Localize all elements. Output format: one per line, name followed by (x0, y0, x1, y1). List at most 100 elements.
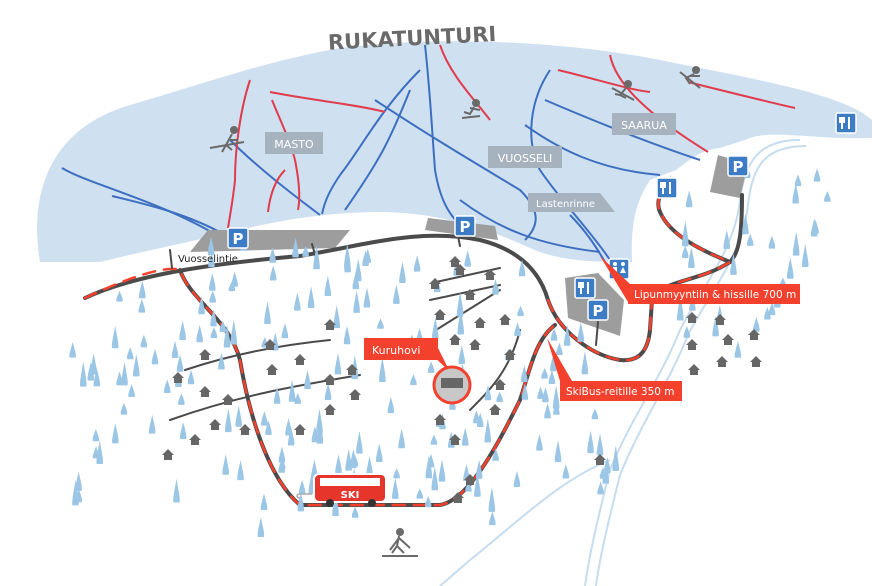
tree-icon (416, 488, 424, 499)
tree-icon (430, 434, 438, 445)
cross-country-skier-icon (382, 528, 418, 557)
tree-icon (683, 325, 691, 338)
tree-icon (207, 236, 215, 256)
tree-icon (163, 379, 171, 393)
tree-icon (514, 322, 521, 337)
bus-icon: SKI (296, 473, 387, 507)
tree-icon (484, 418, 492, 443)
tree-icon (477, 412, 484, 427)
road-label-vuosselintie: Vuosselintie (178, 254, 238, 265)
tree-icon (810, 218, 818, 237)
svg-text:P: P (460, 218, 471, 236)
tree-icon (334, 353, 342, 375)
house-icon (722, 334, 734, 345)
restaurant-icon (574, 277, 596, 299)
tree-icon (556, 342, 563, 355)
tree-icon (148, 414, 156, 434)
svg-text:P: P (233, 230, 244, 248)
house-icon (294, 354, 306, 365)
house-icon (199, 349, 211, 360)
tree-icon (223, 324, 231, 348)
tree-icon (496, 391, 503, 402)
tree-icon (492, 279, 499, 295)
tree-icon (230, 319, 238, 345)
tree-icon (179, 320, 186, 340)
tree-icon (427, 361, 435, 373)
hotel-callout-kuruhovi[interactable]: Kuruhovi (364, 338, 472, 405)
tree-icon (456, 291, 464, 317)
tree-icon (768, 235, 776, 249)
restaurant-icon (656, 177, 678, 199)
skier-icon (611, 80, 635, 101)
tree-icon (178, 393, 185, 405)
house-icon (504, 349, 516, 360)
svg-text:Kuruhovi: Kuruhovi (372, 344, 420, 357)
house-icon (454, 264, 466, 275)
snowboarder-icon (461, 99, 481, 119)
house-icon (434, 309, 446, 320)
house-icon (189, 434, 201, 445)
tree-icon (562, 464, 570, 479)
tree-icon (458, 345, 466, 365)
callout-skibus[interactable]: SkiBus-reitille 350 m (547, 338, 682, 401)
house-icon (222, 394, 234, 405)
tree-icon (285, 417, 292, 436)
tree-icon (432, 317, 439, 340)
house-icon (449, 256, 461, 267)
tree-icon (379, 356, 386, 383)
tree-icon (681, 245, 689, 258)
tree-icon (734, 340, 742, 358)
tree-icon (682, 220, 689, 247)
tree-icon (410, 374, 417, 386)
tree-icon (69, 341, 76, 358)
house-icon (688, 364, 700, 375)
tree-icon (813, 168, 821, 182)
tree-icon (187, 369, 195, 385)
tree-icon (563, 324, 571, 346)
tree-icon (484, 385, 492, 401)
house-icon (324, 374, 336, 385)
tree-icon (353, 290, 360, 313)
tree-icon (824, 190, 831, 202)
svg-text:SAARUA: SAARUA (621, 119, 667, 132)
tree-icon (210, 309, 217, 327)
tree-icon (237, 460, 244, 481)
svg-text:Lipunmyyntiin & hissille 700 m: Lipunmyyntiin & hissille 700 m (634, 289, 796, 301)
tree-icon (151, 348, 159, 365)
house-icon (434, 414, 446, 425)
tree-icon (139, 280, 146, 299)
tree-icon (465, 481, 472, 492)
svg-text:MASTO: MASTO (274, 138, 314, 151)
tree-icon (208, 254, 215, 268)
svg-text:SkiBus-reitille 350 m: SkiBus-reitille 350 m (566, 386, 675, 398)
callout-ticket-sales[interactable]: Lipunmyyntiin & hissille 700 m (600, 256, 800, 304)
tree-icon (438, 459, 446, 482)
tree-icon (269, 265, 277, 281)
tree-icon (261, 410, 268, 426)
tree-icon (596, 433, 604, 456)
tree-icon (133, 354, 140, 377)
house-icon (469, 339, 481, 350)
tree-icon (311, 426, 319, 443)
tree-icon (550, 353, 557, 372)
tree-icon (352, 271, 360, 290)
house-icon (494, 379, 506, 390)
tree-icon (128, 384, 135, 397)
tree-icon (413, 255, 421, 272)
tree-icon (425, 455, 433, 479)
house-icon (686, 312, 698, 323)
tree-icon (474, 472, 481, 497)
tree-icon (332, 490, 339, 517)
tree-icon (488, 486, 496, 512)
tree-icon (377, 318, 384, 329)
tree-icon (764, 307, 771, 320)
tree-icon (222, 454, 229, 475)
tree-icon (302, 245, 309, 257)
tree-icon (120, 402, 128, 415)
tree-icon (75, 471, 82, 491)
tree-icon (554, 440, 562, 463)
tree-icon (553, 402, 560, 415)
tree-icon (753, 316, 760, 332)
